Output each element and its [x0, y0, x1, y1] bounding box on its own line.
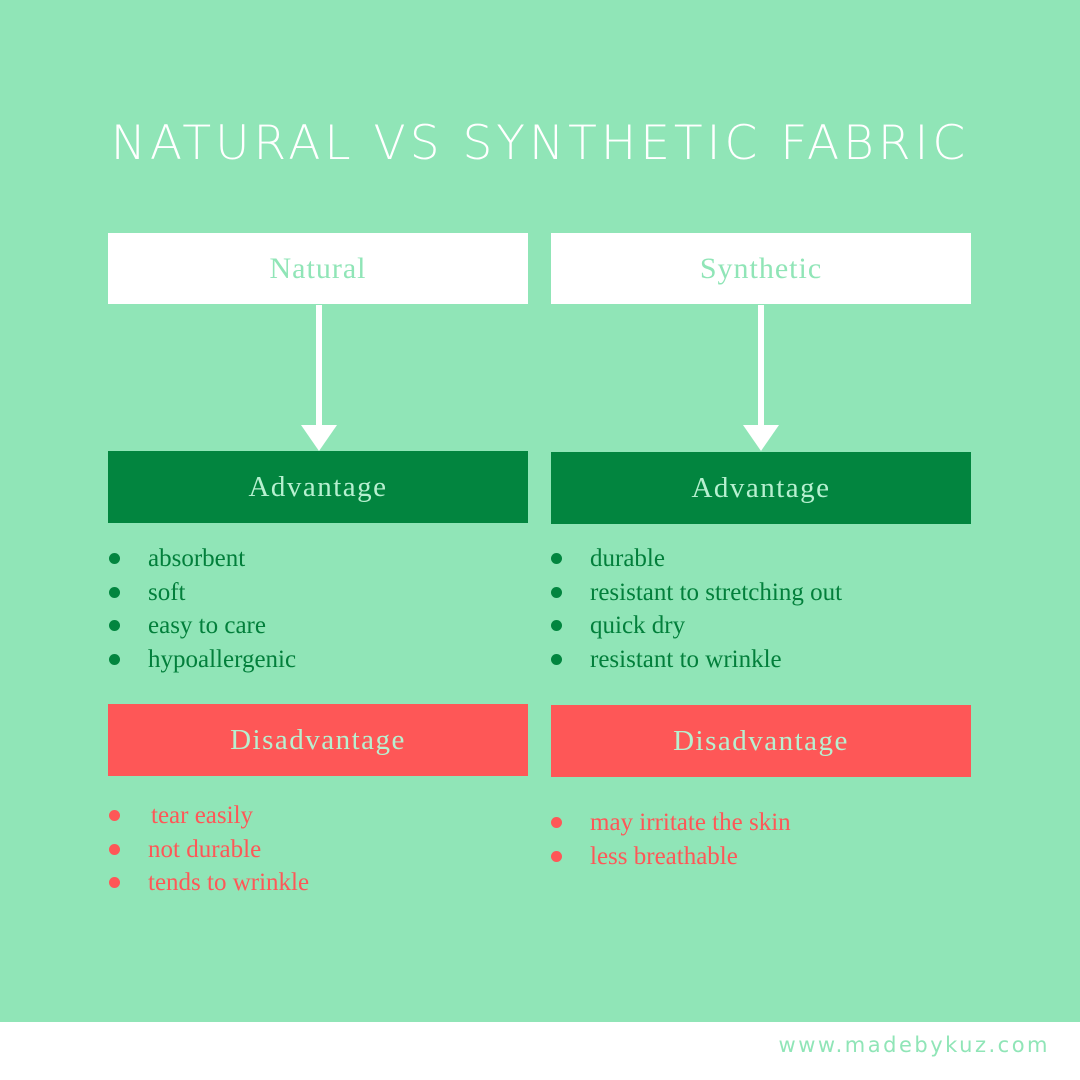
list-item: absorbent	[108, 542, 296, 576]
list-item: tends to wrinkle	[108, 866, 309, 900]
synthetic-disadvantage-list: may irritate the skin less breathable	[550, 806, 791, 873]
list-item: tear easily	[108, 799, 309, 833]
natural-heading-box: Natural	[108, 233, 528, 304]
list-item: quick dry	[550, 609, 842, 643]
synthetic-disadvantage-box: Disadvantage	[551, 705, 971, 777]
page-title: NATURAL VS SYNTHETIC FABRIC	[110, 116, 970, 171]
natural-heading: Natural	[269, 251, 367, 285]
synthetic-advantage-box: Advantage	[551, 452, 971, 524]
list-item: hypoallergenic	[108, 643, 296, 677]
synthetic-advantage-list: durable resistant to stretching out quic…	[550, 542, 842, 676]
infographic-panel: NATURAL VS SYNTHETIC FABRIC Natural Adva…	[0, 0, 1080, 1022]
synthetic-advantage-label: Advantage	[691, 471, 831, 504]
natural-advantage-box: Advantage	[108, 451, 528, 523]
list-item: may irritate the skin	[550, 806, 791, 840]
synthetic-heading: Synthetic	[699, 251, 823, 285]
natural-advantage-list: absorbent soft easy to care hypoallergen…	[108, 542, 296, 676]
list-item: easy to care	[108, 609, 296, 643]
list-item: soft	[108, 576, 296, 610]
list-item: durable	[550, 542, 842, 576]
natural-down-arrow-icon	[301, 305, 337, 451]
natural-disadvantage-label: Disadvantage	[230, 723, 406, 756]
natural-disadvantage-box: Disadvantage	[108, 704, 528, 776]
synthetic-heading-box: Synthetic	[551, 233, 971, 304]
synthetic-down-arrow-icon	[743, 305, 779, 451]
list-item: resistant to stretching out	[550, 576, 842, 610]
list-item: not durable	[108, 833, 309, 867]
list-item: resistant to wrinkle	[550, 643, 842, 677]
natural-advantage-label: Advantage	[248, 470, 388, 503]
natural-disadvantage-list: tear easily not durable tends to wrinkle	[108, 799, 309, 900]
synthetic-disadvantage-label: Disadvantage	[673, 724, 849, 757]
footer-website: www.madebykuz.com	[778, 1033, 1050, 1057]
list-item: less breathable	[550, 840, 791, 874]
